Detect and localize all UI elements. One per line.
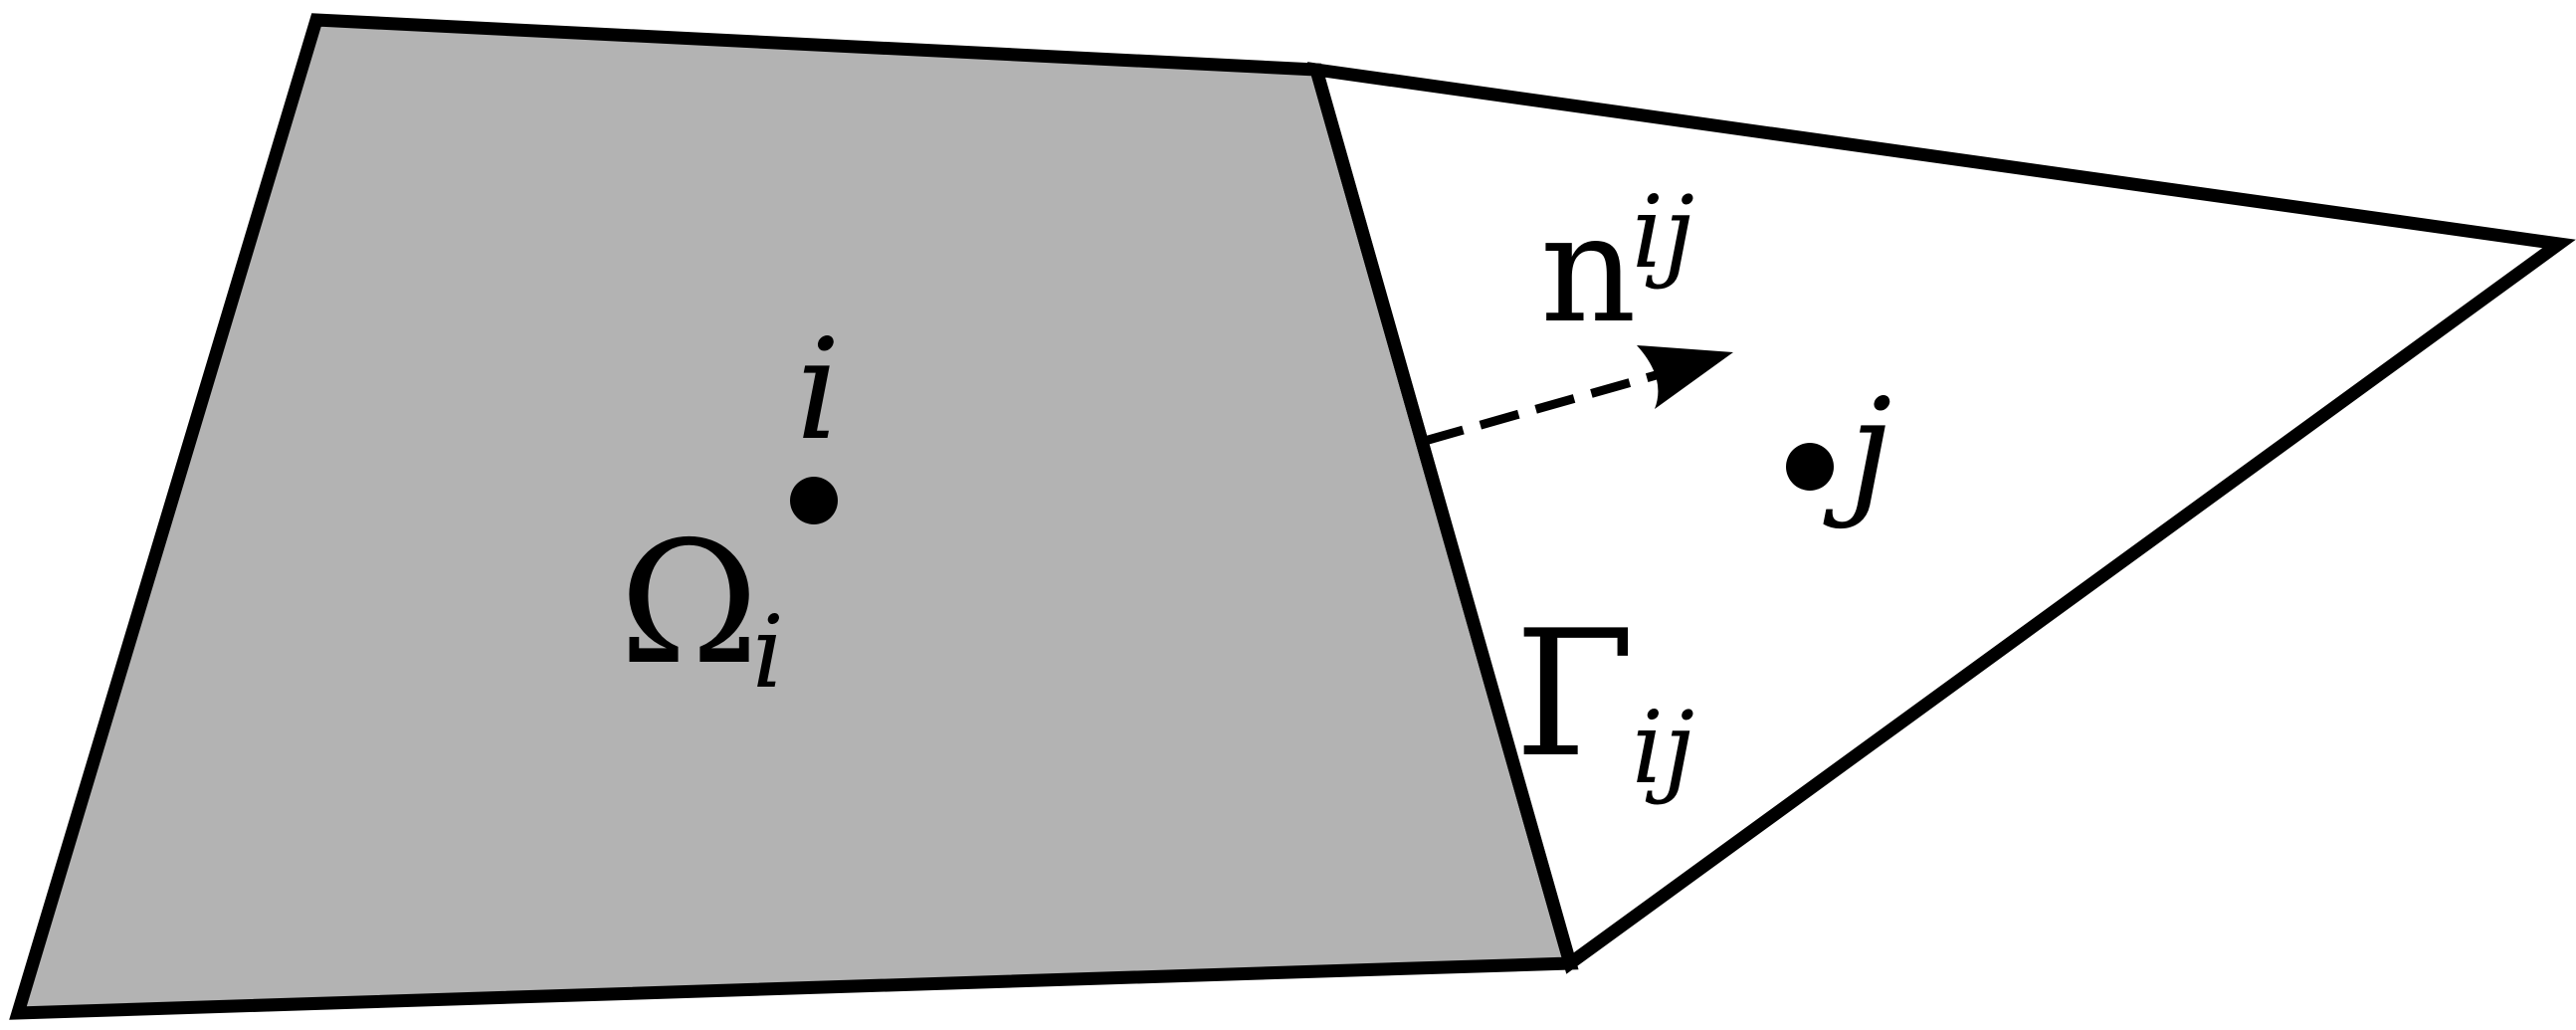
cell-i-center-label: i xyxy=(796,309,841,472)
interface-edge xyxy=(1309,68,1577,965)
normal-vector-superscript: ij xyxy=(1632,174,1694,291)
cell-j-center-dot xyxy=(1786,443,1834,491)
normal-vector-arrowhead xyxy=(1637,345,1733,409)
normal-vector-symbol: n xyxy=(1540,183,1637,356)
interface-symbol: Γ xyxy=(1514,594,1635,796)
cell-i-center-dot xyxy=(790,477,838,524)
cell-i-domain-symbol: Ω xyxy=(619,506,759,703)
interface-subscript: ij xyxy=(1632,690,1694,806)
normal-vector-line xyxy=(1423,369,1662,446)
cell-i xyxy=(9,13,1579,1020)
cell-i-domain-subscript: i xyxy=(752,594,784,711)
